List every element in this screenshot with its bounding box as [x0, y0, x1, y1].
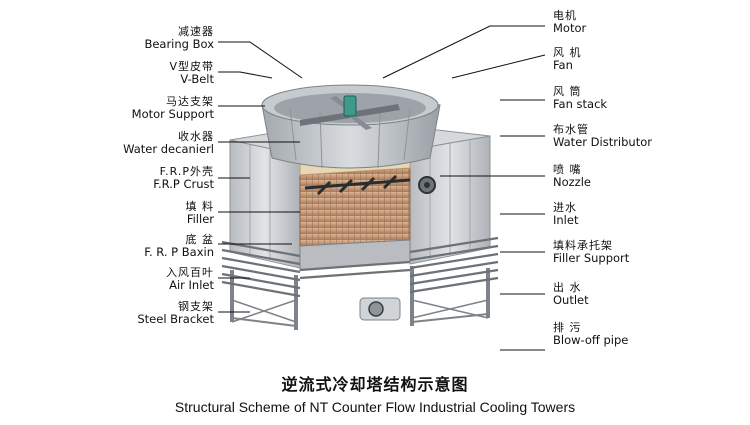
label-air-inlet-cn: 入风百叶 [166, 266, 214, 279]
label-filler-cn: 填 料 [185, 200, 214, 213]
label-steel-bracket-cn: 钢支架 [178, 300, 214, 313]
fan-blades [300, 95, 400, 130]
label-fan-stack-en: Fan stack [553, 96, 608, 111]
label-motor-cn: 电机 [553, 9, 577, 22]
label-blow-off-pipe: 排 污 Blow-off pipe [553, 322, 723, 346]
water-distributor-pipes [304, 174, 411, 196]
label-outlet: 出 水 Outlet [553, 282, 723, 306]
label-v-belt-cn: V型皮带 [169, 60, 214, 73]
label-water-decanier: 收水器 Water decanierl [64, 131, 214, 155]
label-steel-bracket-en: Steel Bracket [137, 311, 214, 326]
label-filler: 填 料 Filler [64, 200, 215, 226]
label-blow-off-pipe-en: Blow-off pipe [553, 332, 629, 347]
label-nozzle-cn: 喷 嘴 [553, 163, 582, 176]
label-fan-stack: 风 筒 Fan stack [553, 86, 723, 110]
label-water-distributor-cn: 布水管 [553, 123, 589, 136]
label-frp-baxin-en: F. R. P Baxin [144, 244, 214, 259]
label-v-belt-en: V-Belt [180, 71, 214, 86]
diagram-title-cn: 逆流式冷却塔结构示意图 [281, 375, 469, 394]
label-water-distributor-en: Water Distributor [553, 134, 652, 149]
label-water-decanier-en: Water decanierl [123, 141, 214, 156]
label-nozzle: 喷 嘴 Nozzle [553, 164, 723, 188]
label-bearing-box-en: Bearing Box [144, 36, 214, 51]
label-motor-en: Motor [553, 20, 587, 35]
label-water-decanier-cn: 收水器 [178, 130, 214, 143]
diagram-title-en: Structural Scheme of NT Counter Flow Ind… [174, 399, 576, 415]
label-fan-en: Fan [553, 57, 573, 72]
label-inlet-cn: 进水 [553, 201, 577, 214]
label-fan-cn: 风 机 [553, 46, 582, 59]
label-inlet-en: Inlet [553, 212, 579, 227]
label-filler-en: Filler [186, 211, 214, 226]
label-fan-stack-cn: 风 筒 [553, 85, 582, 98]
label-frp-crust-cn: F.R.P外壳 [159, 165, 214, 178]
label-inlet: 进水 Inlet [553, 202, 723, 226]
label-air-inlet-en: Air Inlet [169, 277, 214, 292]
label-frp-baxin-cn: 底 盆 [185, 233, 214, 246]
label-outlet-cn: 出 水 [553, 281, 582, 294]
outlet-pipe [359, 297, 401, 321]
label-motor: 电机 Motor [553, 10, 723, 34]
label-v-belt: V型皮带 V-Belt [64, 61, 214, 85]
label-frp-crust: F.R.P外壳 F.R.P Crust [64, 166, 214, 190]
label-motor-support-cn: 马达支架 [166, 95, 214, 108]
air-inlet-louvers [221, 236, 499, 298]
label-outlet-en: Outlet [553, 292, 589, 307]
label-bearing-box: 减速器 Bearing Box [64, 26, 214, 50]
label-filler-support-en: Filler Support [553, 250, 630, 265]
label-air-inlet: 入风百叶 Air Inlet [64, 267, 214, 291]
label-nozzle-en: Nozzle [553, 174, 591, 189]
label-fan: 风 机 Fan [553, 47, 723, 71]
label-frp-baxin: 底 盆 F. R. P Baxin [64, 234, 214, 258]
label-water-distributor: 布水管 Water Distributor [553, 124, 723, 148]
label-motor-support-en: Motor Support [131, 106, 214, 121]
label-motor-support: 马达支架 Motor Support [64, 96, 214, 120]
label-filler-support-cn: 填料承托架 [553, 239, 613, 252]
label-steel-bracket: 钢支架 Steel Bracket [64, 301, 214, 325]
label-bearing-box-cn: 减速器 [178, 25, 214, 38]
label-blow-off-pipe-cn: 排 污 [553, 321, 582, 334]
label-filler-support: 填料承托架 Filler Support [553, 240, 723, 264]
label-frp-crust-en: F.R.P Crust [153, 176, 214, 191]
